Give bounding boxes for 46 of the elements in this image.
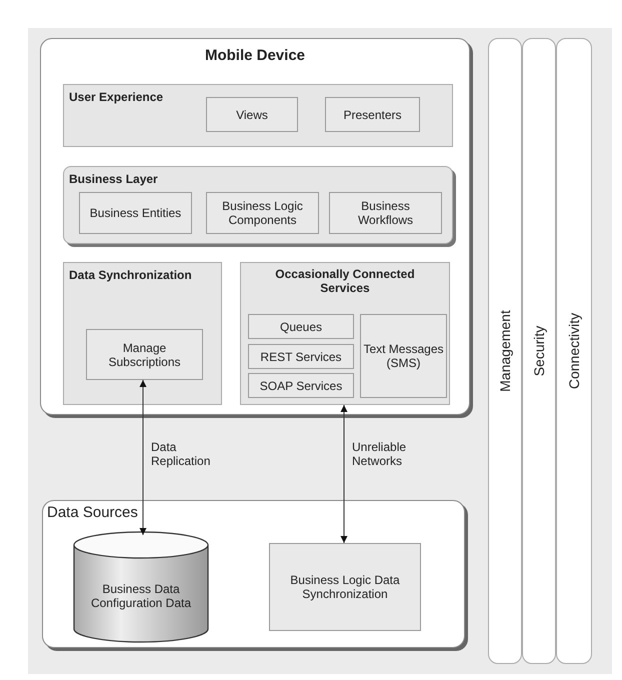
component-box: [206, 97, 298, 132]
component-label: Views: [236, 108, 268, 122]
connector-arrow: [140, 380, 146, 536]
crosscutting-column: [488, 38, 522, 664]
layer-panel: [240, 262, 450, 405]
section-heading: Data Synchronization: [69, 268, 192, 282]
component-label: Business Entities: [90, 206, 182, 220]
component-box: [248, 344, 354, 369]
layer-panel: [63, 166, 453, 244]
component-box: [248, 314, 354, 339]
component-label: Presenters: [343, 108, 402, 122]
data-sources-panel: [42, 500, 465, 648]
section-heading: Mobile Device: [204, 47, 306, 64]
component-label: Business Workflows: [356, 199, 414, 227]
section-heading: Occasionally Connected Services: [274, 267, 416, 295]
component-label: Business Logic Data Synchronization: [289, 573, 401, 601]
crosscutting-column: [522, 38, 556, 664]
component-label: SOAP Services: [260, 378, 342, 392]
component-box: [248, 373, 354, 398]
section-heading: User Experience: [69, 90, 164, 104]
component-label: Text Messages (SMS): [363, 342, 444, 370]
crosscutting-column: [556, 38, 592, 664]
component-box: [206, 192, 319, 234]
component-box: [269, 543, 421, 631]
column-label: Management: [497, 310, 513, 392]
database-cylinder: [73, 531, 209, 643]
layer-panel: [63, 262, 222, 405]
device-panel: [40, 38, 470, 415]
component-label: REST Services: [260, 350, 342, 364]
component-box: [86, 329, 203, 380]
component-box: [325, 97, 420, 132]
column-label: Security: [531, 326, 547, 376]
component-box: [79, 192, 192, 234]
component-box: [329, 192, 442, 234]
edge-label: Unreliable Networks: [352, 440, 408, 468]
component-label: Business Data Configuration Data: [90, 581, 192, 610]
column-label: Connectivity: [566, 312, 582, 390]
section-heading: Business Layer: [69, 172, 158, 186]
connector-arrow: [340, 404, 348, 544]
component-box: [360, 314, 447, 398]
component-label: Business Logic Components: [221, 199, 304, 227]
component-label: Manage Subscriptions: [107, 340, 182, 368]
layer-panel: [63, 84, 453, 147]
component-label: Queues: [280, 320, 322, 334]
edge-label: Data Replication: [151, 440, 212, 468]
section-heading: Data Sources: [47, 504, 138, 521]
